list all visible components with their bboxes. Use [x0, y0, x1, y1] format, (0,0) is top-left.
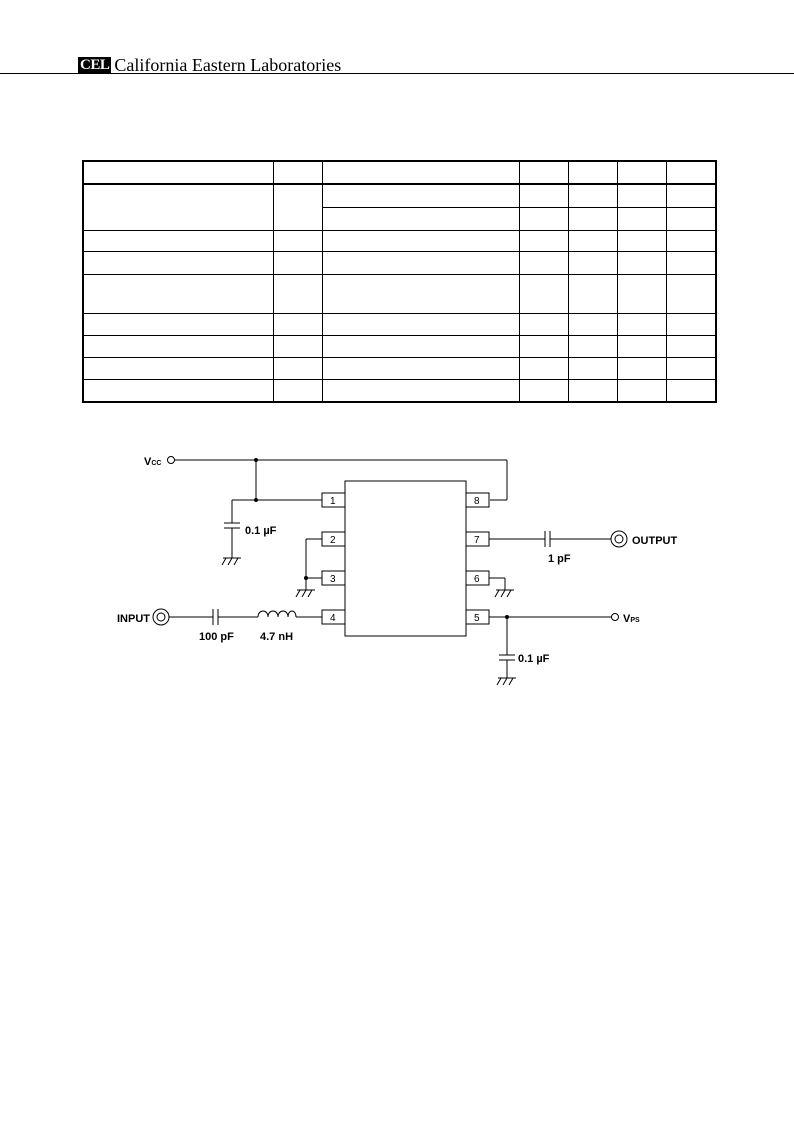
table-row	[82, 274, 717, 314]
vps-cap-value: 0.1 µF	[518, 653, 550, 665]
pin-6-label: 6	[474, 574, 480, 585]
pin-2-label: 2	[330, 535, 336, 546]
output-cap-value: 1 pF	[548, 553, 571, 565]
company-logo: CEL	[78, 57, 112, 74]
vcc-label: VCC	[144, 456, 161, 468]
table-row	[82, 379, 717, 403]
application-circuit-schematic: 1 2 3 4 5 6 7 8 VCC VPS INPUT OUTPUT 0.1…	[117, 456, 678, 686]
table-row	[82, 251, 717, 276]
vps-label: VPS	[623, 613, 640, 625]
page-header: CEL California Eastern Laboratories	[78, 52, 341, 74]
specifications-table	[82, 160, 717, 403]
table-row	[82, 183, 717, 232]
table-header-row	[82, 160, 717, 186]
table-row	[82, 312, 717, 336]
table-row	[82, 230, 717, 253]
pin-8-label: 8	[474, 496, 480, 507]
company-name: California Eastern Laboratories	[114, 55, 342, 75]
table-row	[82, 334, 717, 359]
pin-5-label: 5	[474, 613, 480, 624]
vcc-cap-value: 0.1 µF	[245, 525, 277, 537]
pin-4-label: 4	[330, 613, 336, 624]
inductor-value: 4.7 nH	[260, 631, 293, 643]
input-label: INPUT	[117, 613, 150, 625]
pin-7-label: 7	[474, 535, 480, 546]
input-cap-value: 100 pF	[199, 631, 234, 643]
output-label: OUTPUT	[632, 535, 678, 547]
header-divider	[0, 73, 794, 74]
table-row	[82, 357, 717, 381]
pin-3-label: 3	[330, 574, 336, 585]
pin-1-label: 1	[330, 496, 336, 507]
